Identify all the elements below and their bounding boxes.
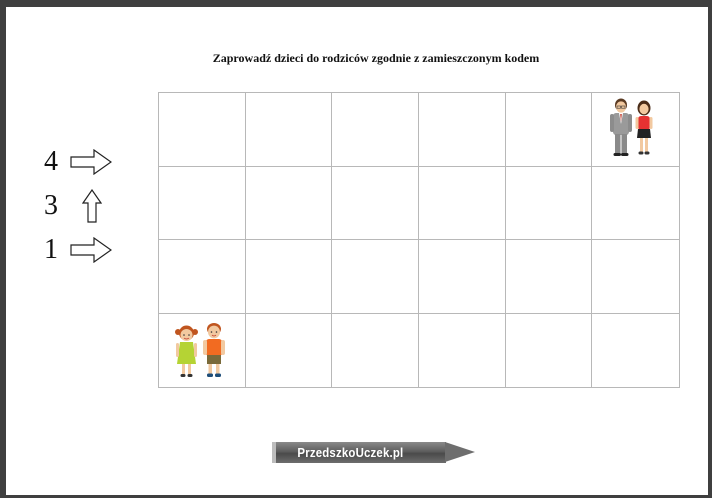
- grid-cell-children[interactable]: [159, 313, 246, 387]
- grid-cell[interactable]: [419, 313, 506, 387]
- grid-cell[interactable]: [245, 93, 333, 167]
- brand-name: PrzedszkoUczek.pl: [297, 445, 404, 460]
- children-icon: [171, 321, 231, 383]
- grid-cell[interactable]: [245, 166, 333, 240]
- code-step-3: 1: [44, 233, 112, 267]
- grid-cell[interactable]: [332, 166, 419, 240]
- grid-cell[interactable]: [505, 240, 593, 314]
- crayon-body: [272, 442, 446, 463]
- grid-cell[interactable]: [159, 93, 246, 167]
- grid-cell[interactable]: [418, 166, 506, 240]
- path-grid: [158, 92, 680, 388]
- grid-cell[interactable]: [159, 240, 246, 314]
- grid-cell[interactable]: [592, 167, 679, 240]
- grid-cell[interactable]: [332, 313, 419, 387]
- code-step-number: 4: [44, 146, 58, 177]
- code-step-2: 3: [44, 189, 102, 223]
- grid-cell[interactable]: [246, 313, 333, 387]
- grid-cell[interactable]: [592, 240, 679, 314]
- grid-cell[interactable]: [332, 93, 419, 167]
- parents-icon: [607, 98, 659, 160]
- code-step-1: 4: [44, 145, 112, 179]
- brand-logo[interactable]: PrzedszkoUczek.pl: [272, 441, 476, 465]
- grid-cell-parents[interactable]: [592, 93, 679, 167]
- grid-cell[interactable]: [159, 166, 246, 240]
- grid-cell[interactable]: [505, 93, 593, 167]
- grid-cell[interactable]: [245, 240, 333, 314]
- grid-cell[interactable]: [418, 240, 506, 314]
- arrow-right-icon: [70, 149, 112, 175]
- grid-cell[interactable]: [506, 313, 593, 387]
- grid-cell[interactable]: [332, 240, 419, 314]
- arrow-right-icon: [70, 237, 112, 263]
- code-step-number: 1: [44, 234, 58, 265]
- crayon-tip: [445, 442, 475, 462]
- worksheet-title: Zaprowadź dzieci do rodziców zgodnie z z…: [212, 51, 540, 65]
- grid-cell[interactable]: [418, 93, 506, 167]
- grid-cell[interactable]: [505, 166, 593, 240]
- grid-cell[interactable]: [592, 314, 679, 388]
- code-step-number: 3: [44, 190, 58, 221]
- arrow-up-icon: [70, 189, 102, 223]
